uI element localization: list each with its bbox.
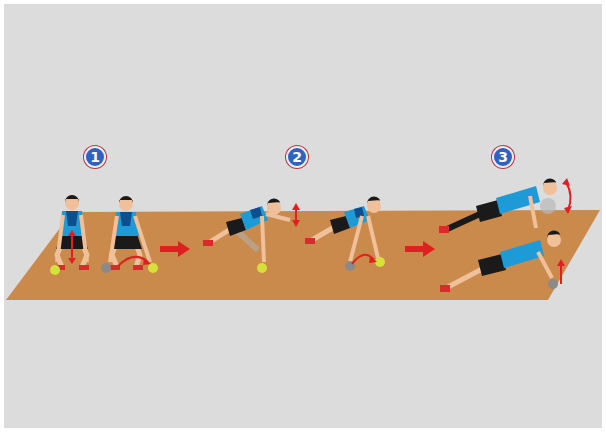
ball (257, 263, 267, 273)
motion-arrow (566, 182, 571, 210)
arrow-head (68, 230, 76, 264)
head (65, 196, 79, 210)
shadow (236, 230, 258, 250)
shoe (439, 226, 449, 233)
ball (101, 263, 111, 273)
step-number-circle: 1 (84, 146, 106, 168)
hair (543, 178, 557, 186)
step-number-circle: 2 (286, 146, 308, 168)
arm (262, 216, 264, 262)
head (547, 233, 561, 247)
step-number: 1 (90, 150, 100, 164)
shirt (344, 206, 370, 228)
arm (530, 196, 536, 228)
arrow-head (292, 203, 300, 227)
head (119, 197, 133, 211)
arrow-head (562, 178, 572, 214)
ghost-head (540, 198, 556, 214)
arm (135, 216, 150, 262)
motion-arrow (71, 232, 73, 262)
hair (267, 198, 281, 206)
hair (547, 230, 561, 238)
sequence-arrow (160, 241, 190, 257)
shoe (79, 265, 89, 270)
shoe (203, 240, 213, 246)
step-number: 2 (292, 150, 302, 164)
step-number-circle: 3 (492, 146, 514, 168)
ball (548, 279, 558, 289)
arrow-head (557, 259, 565, 266)
arrow-head (143, 258, 151, 265)
ball (148, 263, 158, 273)
head (367, 199, 381, 213)
background (4, 4, 602, 428)
arm (110, 216, 117, 262)
arm (538, 252, 552, 278)
vest (120, 212, 132, 226)
arm (81, 215, 87, 262)
sequence-arrow (405, 241, 435, 257)
arm (368, 216, 378, 258)
vest (66, 211, 78, 226)
hair (119, 196, 133, 203)
step-number: 3 (498, 150, 508, 164)
head (543, 181, 557, 195)
hair (367, 196, 381, 204)
shoe (440, 285, 450, 292)
leg (446, 268, 484, 288)
head (267, 201, 281, 215)
arm (57, 215, 63, 262)
shoe (133, 265, 143, 270)
hair (65, 195, 79, 202)
leg (445, 214, 480, 230)
shoe (305, 238, 315, 244)
arm (266, 214, 290, 220)
floor-mat (6, 210, 600, 300)
arrow-head (369, 256, 377, 263)
ball (50, 265, 60, 275)
